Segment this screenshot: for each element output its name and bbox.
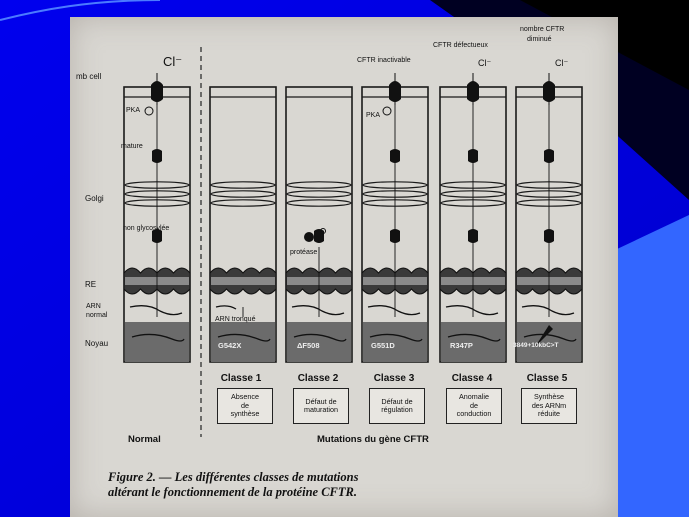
mutation-label-5: 3849+10kbC>T	[513, 342, 559, 349]
column-class3-cftr-immature	[390, 229, 400, 243]
column-normal-cftr-mature	[152, 149, 162, 163]
column-normal-cftr-immature	[152, 229, 162, 243]
label-cftr-defectueux: CFTR défectueux	[433, 42, 488, 49]
label-nombre-1: nombre CFTR	[520, 26, 565, 33]
label-mb-cell: mb cell	[76, 72, 102, 81]
label-cl-normal: Cl⁻	[163, 54, 183, 69]
label-pka-class3: PKA	[366, 112, 381, 119]
class-title-5: Classe 5	[526, 373, 568, 384]
column-class2-golgi-1	[286, 190, 352, 198]
label-arn-2: normal	[86, 312, 108, 319]
label-mutations: Mutations du gène CFTR	[317, 434, 429, 445]
cftr-diagram	[123, 47, 583, 437]
class-title-1: Classe 1	[220, 373, 262, 384]
column-class3-nucleus	[363, 322, 427, 362]
column-class4-nucleus	[441, 322, 505, 362]
class-title-3: Classe 3	[373, 373, 415, 384]
label-cl-class4: Cl⁻	[478, 58, 492, 68]
mutation-label-3: G551D	[371, 341, 395, 350]
column-class2-frame	[285, 86, 353, 363]
mutation-label-1: G542X	[218, 341, 242, 350]
label-pka: PKA	[126, 107, 141, 114]
column-class2-protease-fragment	[320, 228, 326, 234]
label-protease: protéase	[290, 249, 318, 256]
label-mature: mature	[121, 143, 143, 150]
column-class5-cftr-immature	[544, 229, 554, 243]
column-class3-cftr-mature	[390, 149, 400, 163]
label-nombre-2: diminué	[527, 36, 552, 43]
figure-caption-line1: Figure 2. — Les différentes classes de m…	[108, 470, 359, 484]
column-class2-nucleus	[287, 322, 351, 362]
label-noyau: Noyau	[85, 339, 109, 348]
column-class2-golgi-2	[286, 199, 352, 207]
column-class3-mrna	[367, 305, 421, 316]
label-arn-1: ARN	[86, 303, 101, 310]
column-class3-dna	[369, 333, 423, 342]
mutation-label-2: ΔF508	[297, 341, 320, 350]
column-class2-dna	[293, 333, 347, 342]
column-class1-nucleus	[211, 322, 275, 362]
class-title-2: Classe 2	[297, 373, 339, 384]
column-class1-golgi-2	[210, 199, 276, 207]
column-class1-dna	[217, 333, 271, 342]
label-non-glyco: non glycosylée	[123, 225, 170, 232]
column-normal-mrna	[129, 305, 183, 316]
column-class1-golgi-0	[210, 181, 276, 189]
label-cl-class5: Cl⁻	[555, 58, 569, 68]
label-golgi: Golgi	[85, 194, 104, 203]
column-class2-mrna	[291, 305, 345, 316]
column-class2-protease-blob	[304, 232, 314, 242]
column-class1-re-lumen	[211, 277, 275, 285]
column-class5-splice-mark	[535, 325, 553, 347]
label-cftr-inactivable: CFTR inactivable	[357, 57, 411, 64]
column-class1-golgi-1	[210, 190, 276, 198]
column-class5-mrna	[521, 305, 575, 316]
column-class2-cftr-immature	[314, 229, 324, 243]
label-normal: Normal	[128, 434, 161, 445]
column-normal-dna	[131, 333, 185, 342]
column-normal-nucleus	[125, 322, 189, 362]
column-normal-pka	[144, 106, 154, 116]
column-class4-dna	[447, 333, 501, 342]
column-class5-dna	[523, 333, 577, 342]
column-class5-cftr-mature	[544, 149, 554, 163]
column-class1-mrna-truncated	[215, 305, 237, 310]
column-class4-mrna	[445, 305, 499, 316]
class-title-4: Classe 4	[451, 373, 493, 384]
label-re: RE	[85, 280, 97, 289]
figure-caption-line2: altérant le fonctionnement de la protéin…	[108, 485, 357, 499]
column-class4-cftr-immature	[468, 229, 478, 243]
label-arn-tronque: ARN tronqué	[215, 316, 256, 323]
column-class2-golgi-0	[286, 181, 352, 189]
column-class4-cftr-mature	[468, 149, 478, 163]
column-class3-pka	[382, 106, 392, 116]
mutation-label-4: R347P	[450, 341, 473, 350]
